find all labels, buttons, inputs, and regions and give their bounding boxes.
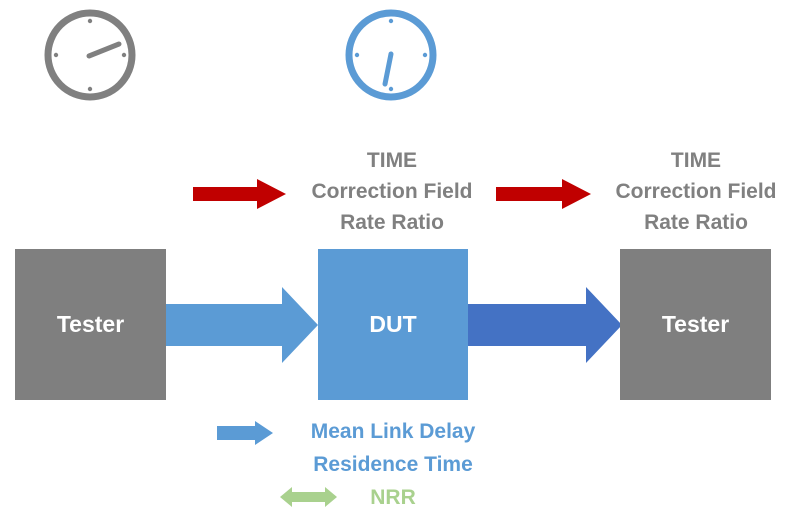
blue-clock-icon xyxy=(345,9,437,101)
right-tester-box: Tester xyxy=(620,249,771,400)
legend-green-double-arrow xyxy=(280,487,337,507)
right-tester-label: Tester xyxy=(661,311,730,337)
right-label-time: TIME xyxy=(670,149,722,172)
red-arrow-right xyxy=(496,179,591,209)
red-arrow-left xyxy=(193,179,286,209)
legend-blue-arrow xyxy=(217,421,273,445)
middle-label-correction-field: Correction Field xyxy=(311,180,473,203)
middle-label-rate-ratio: Rate Ratio xyxy=(340,211,444,234)
legend-nrr: NRR xyxy=(370,486,416,509)
legend-mean-link-delay: Mean Link Delay xyxy=(310,420,476,443)
left-tester-box: Tester xyxy=(15,249,166,400)
middle-message-label: TIME Correction Field Rate Ratio xyxy=(292,145,492,238)
left-tester-label: Tester xyxy=(56,311,125,337)
dut-box: DUT xyxy=(318,249,468,400)
legend-residence-time: Residence Time xyxy=(313,453,473,476)
arrow-dut-to-tester xyxy=(468,287,622,363)
middle-label-time: TIME xyxy=(366,149,418,172)
dut-label: DUT xyxy=(369,311,417,337)
right-message-label: TIME Correction Field Rate Ratio xyxy=(596,145,786,238)
gray-clock-icon xyxy=(44,9,136,101)
arrow-tester-to-dut xyxy=(166,287,318,363)
right-label-rate-ratio: Rate Ratio xyxy=(644,211,748,234)
right-label-correction-field: Correction Field xyxy=(615,180,777,203)
